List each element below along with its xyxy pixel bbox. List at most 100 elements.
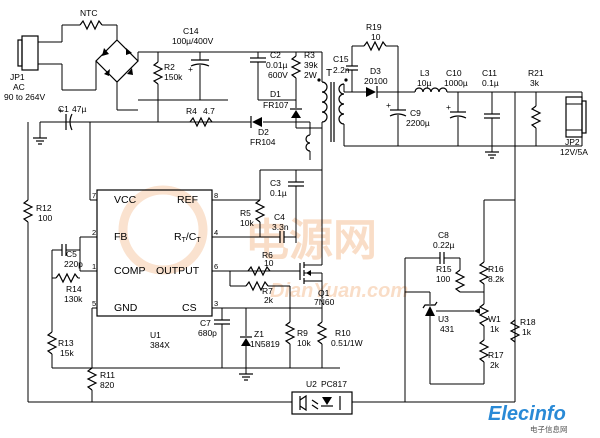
c3-value: 0.1µ [270,188,287,198]
r12-name: R12 [36,203,52,213]
c15-capacitor [344,45,364,93]
r3-value2: 2W [304,70,317,80]
c14-name: C14 [183,26,199,36]
r21-name: R21 [528,68,544,78]
r10-resistor [316,321,328,368]
transformer-label: T [326,68,332,79]
r18-name: R18 [520,317,536,327]
secondary-ground [485,146,499,159]
c8-name: C8 [438,230,449,240]
ic-u1 [96,189,213,317]
r10-name: R10 [335,328,351,338]
r14-value: 130k [64,294,83,304]
d1-value: FR107 [263,100,289,110]
z1-name: Z1 [254,329,264,339]
svg-text:+: + [386,100,391,110]
r9-value: 10k [297,338,311,348]
d1-diode [290,100,322,129]
c15-value: 2.2n [333,65,350,75]
ic-pinnum-7: 7 [92,191,96,200]
c8-value: 0.22µ [433,240,455,250]
c9-name: C9 [410,108,421,118]
c1-value: 47µ [72,104,86,114]
jp1-ac-label: AC [13,82,25,92]
r7-name: R7 [262,286,273,296]
z1-diode [240,308,252,368]
r3-value1: 39k [304,60,318,70]
ic-pin-rtct: RT/CT [174,231,201,244]
ic-pin-comp: COMP [114,265,146,277]
d2-value: FR104 [250,137,276,147]
r2-name: R2 [164,62,175,72]
ic-pin-vcc: VCC [114,194,137,206]
w1-potentiometer [472,300,490,340]
r11-name: R11 [100,370,115,380]
q1-mosfet [296,170,323,300]
c3-capacitor [288,170,304,243]
q1-name: Q1 [318,288,330,298]
jp1-label: JP1 [10,72,25,82]
c15-name: C15 [333,54,349,64]
d2-name: D2 [258,127,269,137]
ic-pinnum-1: 1 [92,262,96,271]
ic-pin-gnd: GND [114,302,138,314]
r17-resistor [478,339,490,384]
ic-pinnum-8: 8 [214,191,218,200]
c7-name: C7 [200,318,211,328]
c14-value: 100µ/400V [172,36,214,46]
jp2-value: 12V/5A [560,147,588,157]
c2-value1: 0.01µ [266,60,288,70]
c4-value: 3.3n [272,222,289,232]
c11-name: C11 [482,68,497,78]
ic-name: U1 [150,330,161,340]
r3-name: R3 [304,50,315,60]
logo-brand: Elecinfo [488,403,566,425]
watermark-en: DianYuan.com [270,280,408,302]
ic-part: 384X [150,340,170,350]
ic-pin-ref: REF [177,194,198,206]
r10-value: 0.51/1W [331,338,363,348]
r6-resistor [247,265,271,277]
r15-value: 100 [436,274,450,284]
c10-value: 1000µ [444,78,468,88]
c9-value: 2200µ [406,118,430,128]
c11-value: 0.1µ [482,78,499,88]
w1-name: W1 [488,314,501,324]
c5-capacitor [52,244,80,256]
c8-capacitor [405,252,460,264]
z1-value: 1N5819 [250,339,280,349]
r6-name: R6 [262,250,273,260]
r17-name: R17 [488,350,504,360]
c1-capacitor: + [58,105,73,131]
c7-capacitor [214,319,230,368]
u3-value: 431 [440,324,454,334]
u2-optocoupler [291,391,353,415]
transformer [305,52,348,170]
ic-pinnum-4: 4 [214,228,218,237]
watermark: 电源网 DianYuan.com [118,185,408,302]
c14-capacitor: + [138,52,228,101]
ic-pin-output: OUTPUT [156,265,200,277]
r19-name: R19 [366,22,382,32]
r15-name: R15 [436,264,452,274]
primary-ground [239,368,253,381]
ic-pin-cs: CS [182,302,197,314]
jp1-connector [17,25,63,90]
r11-value: 820 [100,380,114,390]
c10-name: C10 [446,68,462,78]
q1-value: 7N60 [314,297,335,307]
d3-value: 20100 [364,76,388,86]
r9-resistor [284,321,296,368]
jp1-voltage-label: 90 to 264V [4,92,45,102]
c4-capacitor [279,231,296,243]
logo-sub: 电子信息网 [530,424,568,434]
ntc-thermistor [62,19,118,40]
r9-name: R9 [297,328,308,338]
svg-text:+: + [58,105,63,115]
r11-resistor [86,367,98,402]
r18-value: 1k [522,327,532,337]
jp2-connector [565,92,587,146]
r16-name: R16 [488,264,504,274]
c7-value: 680p [198,328,217,338]
